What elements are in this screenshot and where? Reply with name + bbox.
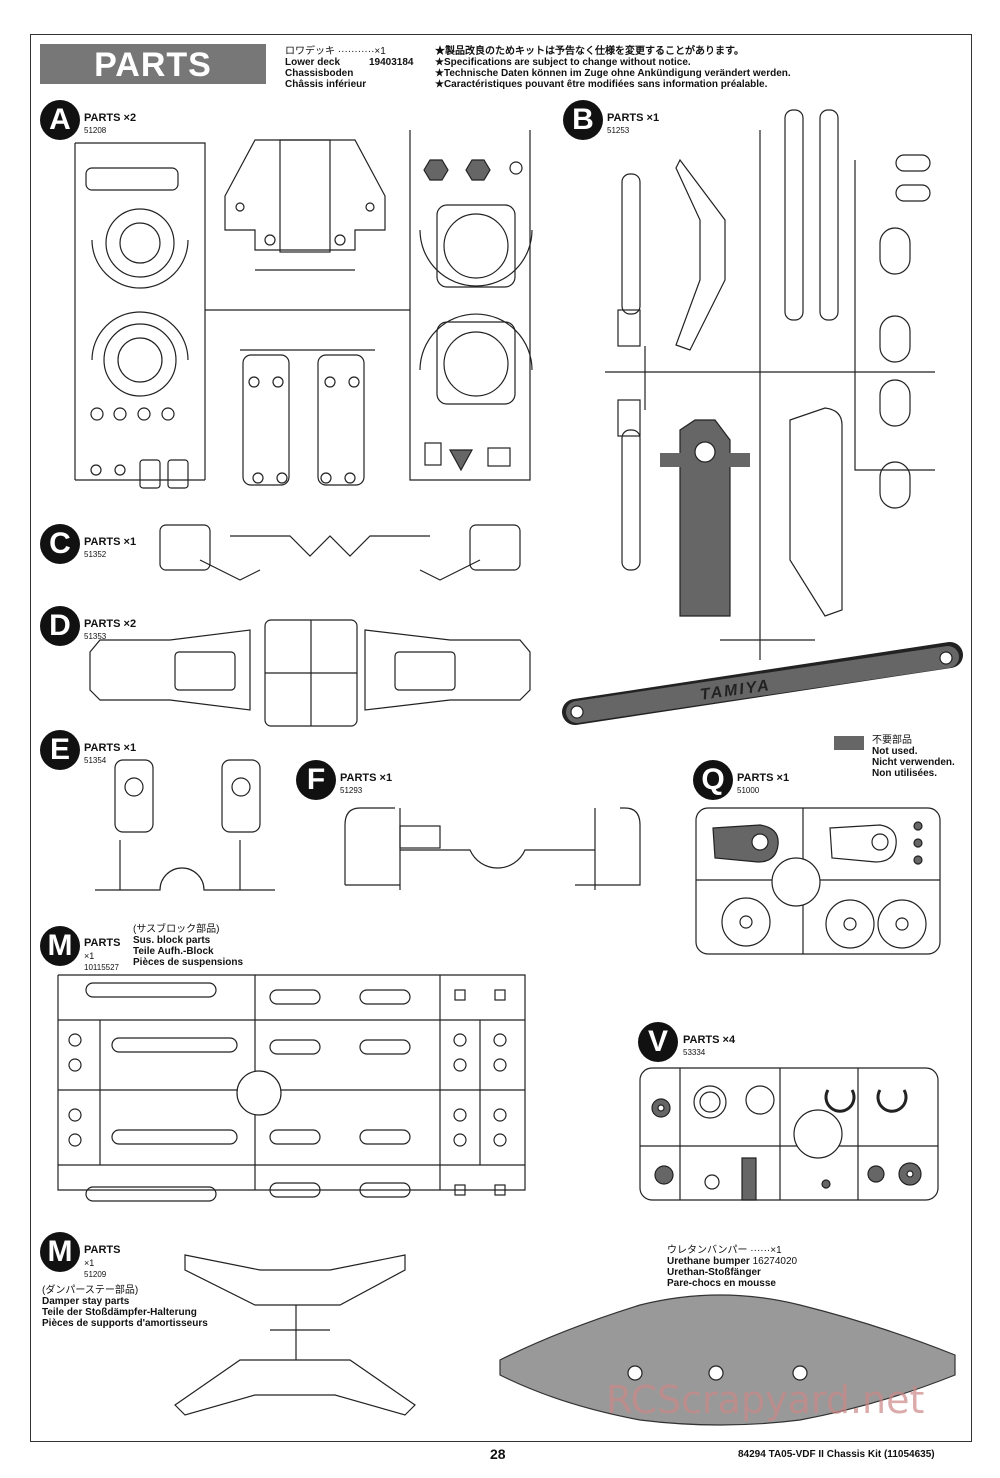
damper-stay-info: (ダンパーステー部品) Damper stay parts Teile der … xyxy=(42,1285,208,1329)
parts-m1-tree xyxy=(57,974,526,1202)
watermark: RCScrapyard.net xyxy=(606,1378,925,1422)
parts-e-label: PARTS ×1 xyxy=(84,742,137,754)
kit-name: 84294 TA05-VDF II Chassis Kit (11054635) xyxy=(738,1449,935,1460)
parts-c-label: PARTS ×1 xyxy=(84,536,137,548)
parts-m1-label: PARTS xyxy=(84,937,121,949)
parts-m2-qty: ×1 xyxy=(84,1258,95,1268)
page-frame xyxy=(30,34,972,1442)
parts-e-badge: E xyxy=(40,730,80,770)
parts-b-badge: B xyxy=(563,100,603,140)
parts-b-label: PARTS ×1 xyxy=(607,112,660,124)
parts-f-badge: F xyxy=(296,760,336,800)
parts-v-number: 53334 xyxy=(683,1048,706,1057)
parts-a-label: PARTS ×2 xyxy=(84,112,137,124)
parts-d-number: 51353 xyxy=(84,632,107,641)
urethane-bumper xyxy=(499,1294,956,1426)
parts-a-number: 51208 xyxy=(84,126,107,135)
page-title: PARTS xyxy=(40,44,266,84)
parts-q-number: 51000 xyxy=(737,786,760,795)
parts-c-tree xyxy=(159,524,521,581)
parts-c-badge: C xyxy=(40,524,80,564)
parts-m1-badge: M xyxy=(40,926,80,966)
parts-m2-tree xyxy=(174,1254,416,1416)
parts-a-tree xyxy=(74,130,533,489)
parts-v-badge: V xyxy=(638,1022,678,1062)
parts-f-number: 51293 xyxy=(340,786,363,795)
page-number: 28 xyxy=(490,1446,506,1462)
parts-q-badge: Q xyxy=(693,760,733,800)
parts-v-tree xyxy=(639,1067,939,1201)
not-used-swatch xyxy=(834,736,864,750)
parts-e-number: 51354 xyxy=(84,756,107,765)
parts-v-label: PARTS ×4 xyxy=(683,1034,736,1046)
parts-q-label: PARTS ×1 xyxy=(737,772,790,784)
not-used-legend: 不要部品 Not used. Nicht verwenden. Non util… xyxy=(872,735,955,779)
sus-block-info: (サスブロック部品) Sus. block parts Teile Aufh.-… xyxy=(133,924,244,968)
parts-d-tree xyxy=(89,619,531,727)
parts-d-label: PARTS ×2 xyxy=(84,618,137,630)
parts-m1-number: 10115527 xyxy=(84,963,119,972)
parts-b-number: 51253 xyxy=(607,126,630,135)
parts-f-label: PARTS ×1 xyxy=(340,772,393,784)
parts-d-badge: D xyxy=(40,606,80,646)
parts-e-tree xyxy=(95,759,275,891)
spec-notice: ★製品改良のためキットは予告なく仕様を変更することがあります。 ★Specifi… xyxy=(435,46,791,90)
parts-q-tree xyxy=(695,807,941,955)
parts-m1-qty: ×1 xyxy=(84,951,95,961)
parts-c-number: 51352 xyxy=(84,550,107,559)
parts-m2-number: 51209 xyxy=(84,1270,107,1279)
bumper-info: ウレタンバンパー ······×1 Urethane bumper 162740… xyxy=(667,1245,798,1289)
parts-m2-badge: M xyxy=(40,1232,80,1272)
parts-b-tree xyxy=(562,109,963,725)
parts-f-tree xyxy=(344,807,641,890)
parts-m2-label: PARTS xyxy=(84,1244,121,1256)
parts-a-badge: A xyxy=(40,100,80,140)
